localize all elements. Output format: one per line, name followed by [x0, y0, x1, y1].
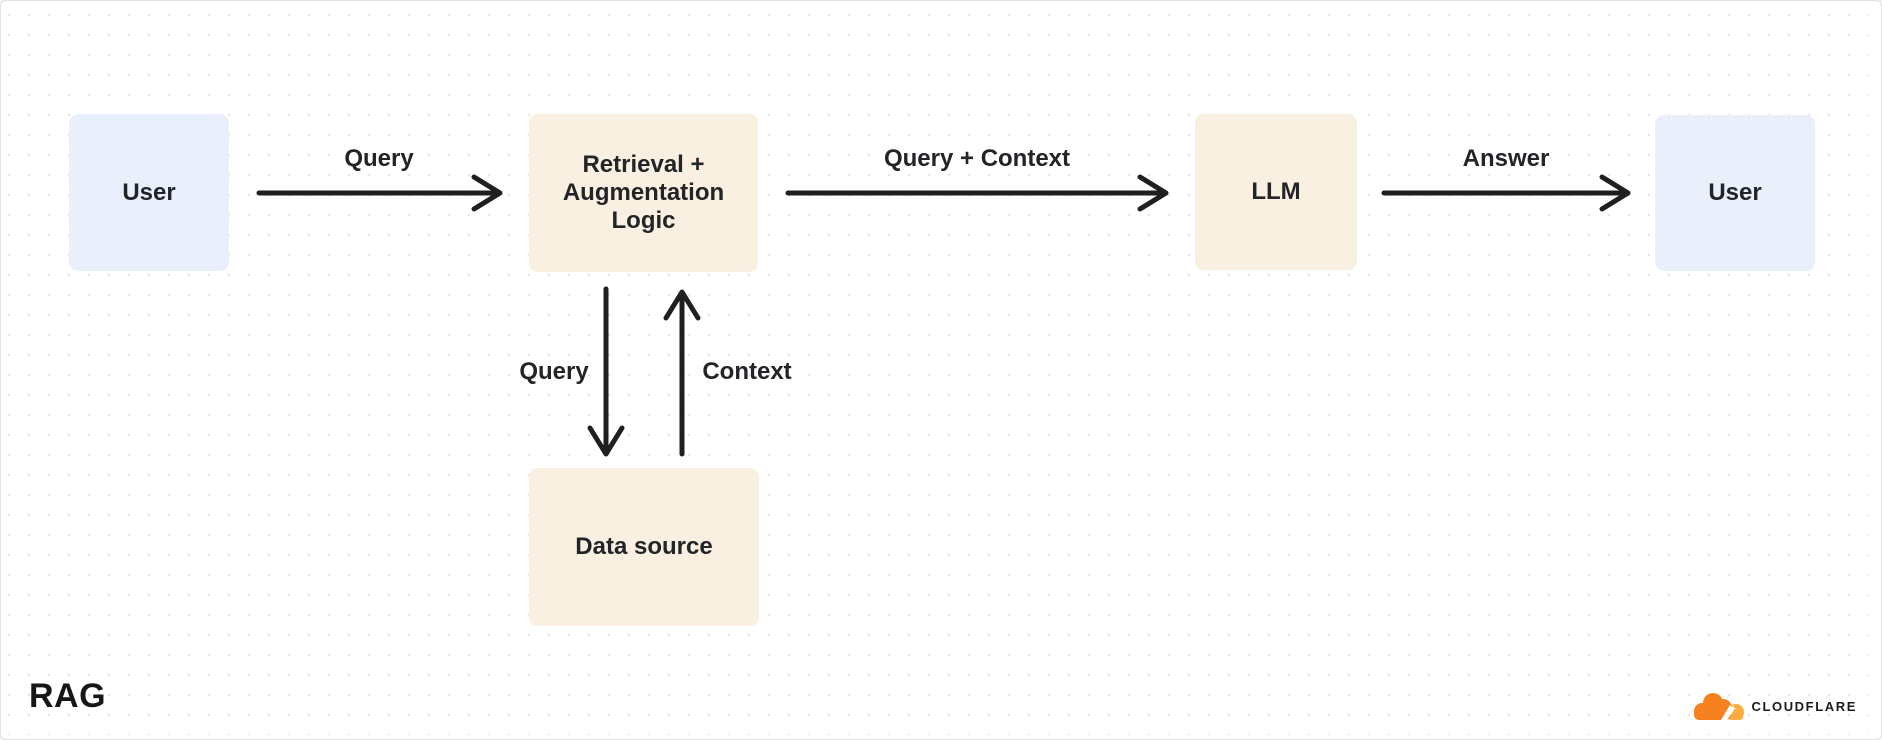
node-user-left: User [69, 114, 229, 271]
cloudflare-logo-text: CLOUDFLARE [1751, 698, 1857, 714]
edge-label-query: Query [344, 145, 414, 172]
node-user-right-label: User [1708, 179, 1762, 206]
edge-label-query-down: Query [519, 358, 589, 385]
node-llm-label: LLM [1251, 178, 1301, 205]
node-data-source: Data source [529, 468, 759, 626]
edge-label-query-context: Query + Context [883, 145, 1071, 172]
node-user-left-label: User [122, 178, 176, 206]
edge-label-answer: Answer [1462, 145, 1550, 172]
arrow-query-user-to-retrieval [256, 174, 503, 212]
arrow-query-retrieval-to-datasource [587, 286, 625, 457]
arrow-context-datasource-to-retrieval [663, 289, 701, 457]
edge-label-context-up: Context [702, 358, 792, 385]
node-data-source-label: Data source [575, 533, 713, 560]
arrow-query-context-retrieval-to-llm [785, 174, 1169, 212]
node-retrieval-augmentation-logic: Retrieval + Augmentation Logic [529, 114, 758, 272]
node-user-right: User [1655, 115, 1815, 271]
node-retrieval-label: Retrieval + Augmentation Logic [562, 151, 725, 234]
arrow-answer-llm-to-user [1381, 174, 1631, 212]
page-title: RAG [29, 677, 107, 715]
node-llm: LLM [1195, 114, 1357, 270]
cloudflare-logo: CLOUDFLARE [1692, 691, 1857, 721]
cloudflare-cloud-icon [1694, 693, 1745, 720]
